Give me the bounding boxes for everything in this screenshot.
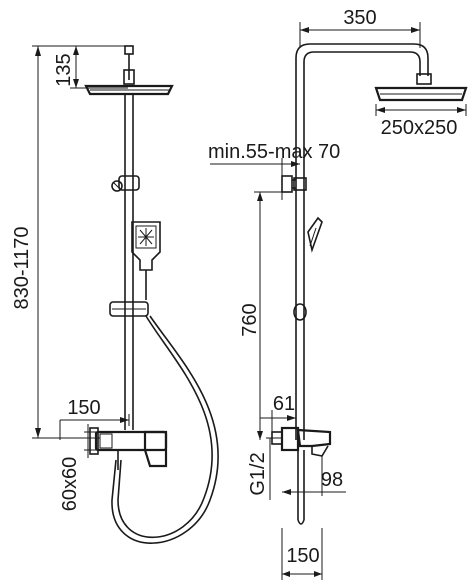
total-height-dimension-line (32, 45, 128, 439)
front-view: 830-1170 135 (11, 45, 219, 544)
slide-holder-front (109, 301, 149, 317)
spacing-label: 150 (286, 545, 319, 567)
connection-label: G1/2 (247, 452, 269, 495)
slide-holder-side (293, 303, 307, 321)
riser-pipe-front (124, 94, 134, 430)
wall-bracket-front (111, 175, 140, 192)
rain-shower-head-side (374, 86, 468, 102)
total-height-label: 830-1170 (11, 226, 33, 309)
spout-projection-label: 98 (321, 469, 343, 491)
hand-shower-front (131, 221, 161, 300)
mixer-offset-dimension-line (59, 414, 130, 440)
mixer-depth-label: 61 (273, 393, 295, 415)
mixer-offset-label: 150 (67, 397, 100, 419)
wall-bracket-side (281, 175, 307, 193)
wall-bracket-dimension-line (210, 158, 300, 200)
side-view: 350 250x250 min.55-max 70 (208, 7, 468, 580)
arm-length-dimension-line (299, 22, 421, 48)
shower-hose-front (111, 315, 219, 544)
arm-length-label: 350 (343, 7, 376, 29)
mixer-size-label: 60x60 (59, 457, 81, 512)
spout-projection-dimension-line (282, 456, 346, 496)
mixer-size-dimension-line (84, 424, 96, 458)
head-size-label: 250x250 (381, 117, 458, 139)
hand-shower-side (307, 216, 323, 253)
bracket-height-label: 760 (239, 303, 261, 336)
head-size-dimension-line (375, 104, 467, 116)
head-height-dimension-line (70, 46, 128, 89)
connection-dimension-line (266, 437, 282, 500)
rain-shower-head-front (84, 45, 174, 96)
bracket-height-dimension-line (254, 191, 282, 440)
spacing-dimension-line (281, 528, 323, 580)
head-height-label: 135 (53, 53, 75, 86)
thermostatic-mixer-front (89, 427, 168, 470)
wall-bracket-label: min.55-max 70 (208, 141, 340, 163)
riser-arm-side (295, 43, 432, 440)
